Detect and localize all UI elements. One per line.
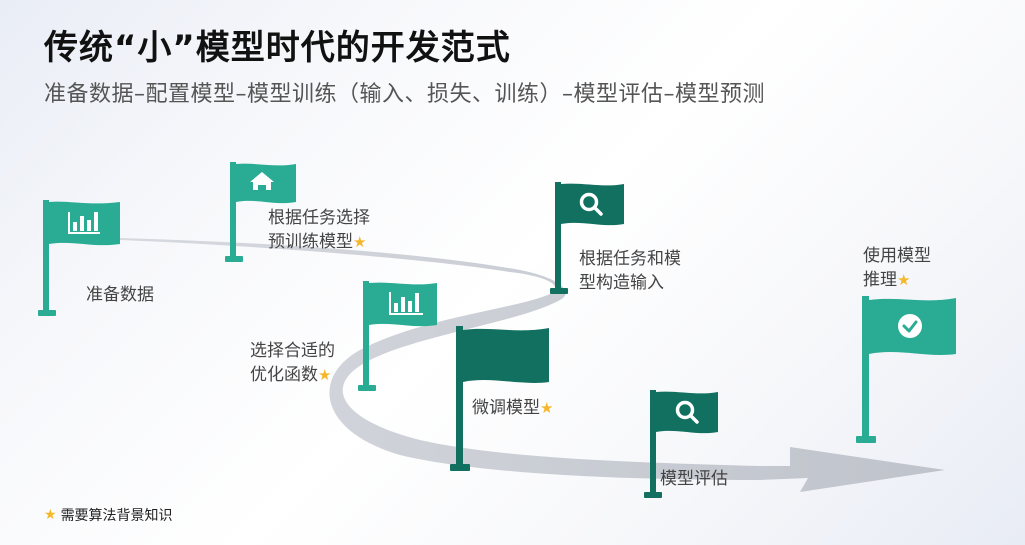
home-icon xyxy=(250,172,274,190)
step-4-label: 选择合适的 优化函数★ xyxy=(250,341,335,385)
flag-step-6 xyxy=(644,390,718,498)
star-icon: ★ xyxy=(540,399,554,417)
step-5-label: 微调模型★ xyxy=(472,398,554,418)
step-2-label: 根据任务选择 预训练模型★ xyxy=(268,208,370,252)
star-icon: ★ xyxy=(897,271,911,289)
bar-chart-icon xyxy=(389,292,423,315)
page-title: 传统“小”模型时代的开发范式 xyxy=(44,28,511,68)
star-icon: ★ xyxy=(353,233,367,251)
search-icon xyxy=(579,192,603,216)
page-subtitle: 准备数据–配置模型–模型训练（输入、损失、训练）–模型评估–模型预测 xyxy=(44,82,766,107)
search-icon xyxy=(675,400,699,424)
star-icon: ★ xyxy=(44,507,57,523)
flag-step-7 xyxy=(856,296,956,443)
legend: ★ 需要算法背景知识 xyxy=(44,505,173,525)
check-circle-icon xyxy=(898,314,922,338)
step-3-label: 根据任务和模 型构造输入 xyxy=(579,249,681,293)
star-icon: ★ xyxy=(318,366,332,384)
flag-step-5 xyxy=(450,326,549,471)
step-7-label: 使用模型 推理★ xyxy=(863,246,931,290)
bar-chart-icon xyxy=(68,212,100,234)
legend-text: 需要算法背景知识 xyxy=(60,508,173,524)
step-1-label: 准备数据 xyxy=(86,285,154,305)
flag-step-4 xyxy=(358,281,437,391)
flag-step-2 xyxy=(225,162,296,262)
flag-step-1 xyxy=(38,200,120,316)
flag-step-3 xyxy=(550,182,624,294)
step-6-label: 模型评估 xyxy=(660,469,728,489)
